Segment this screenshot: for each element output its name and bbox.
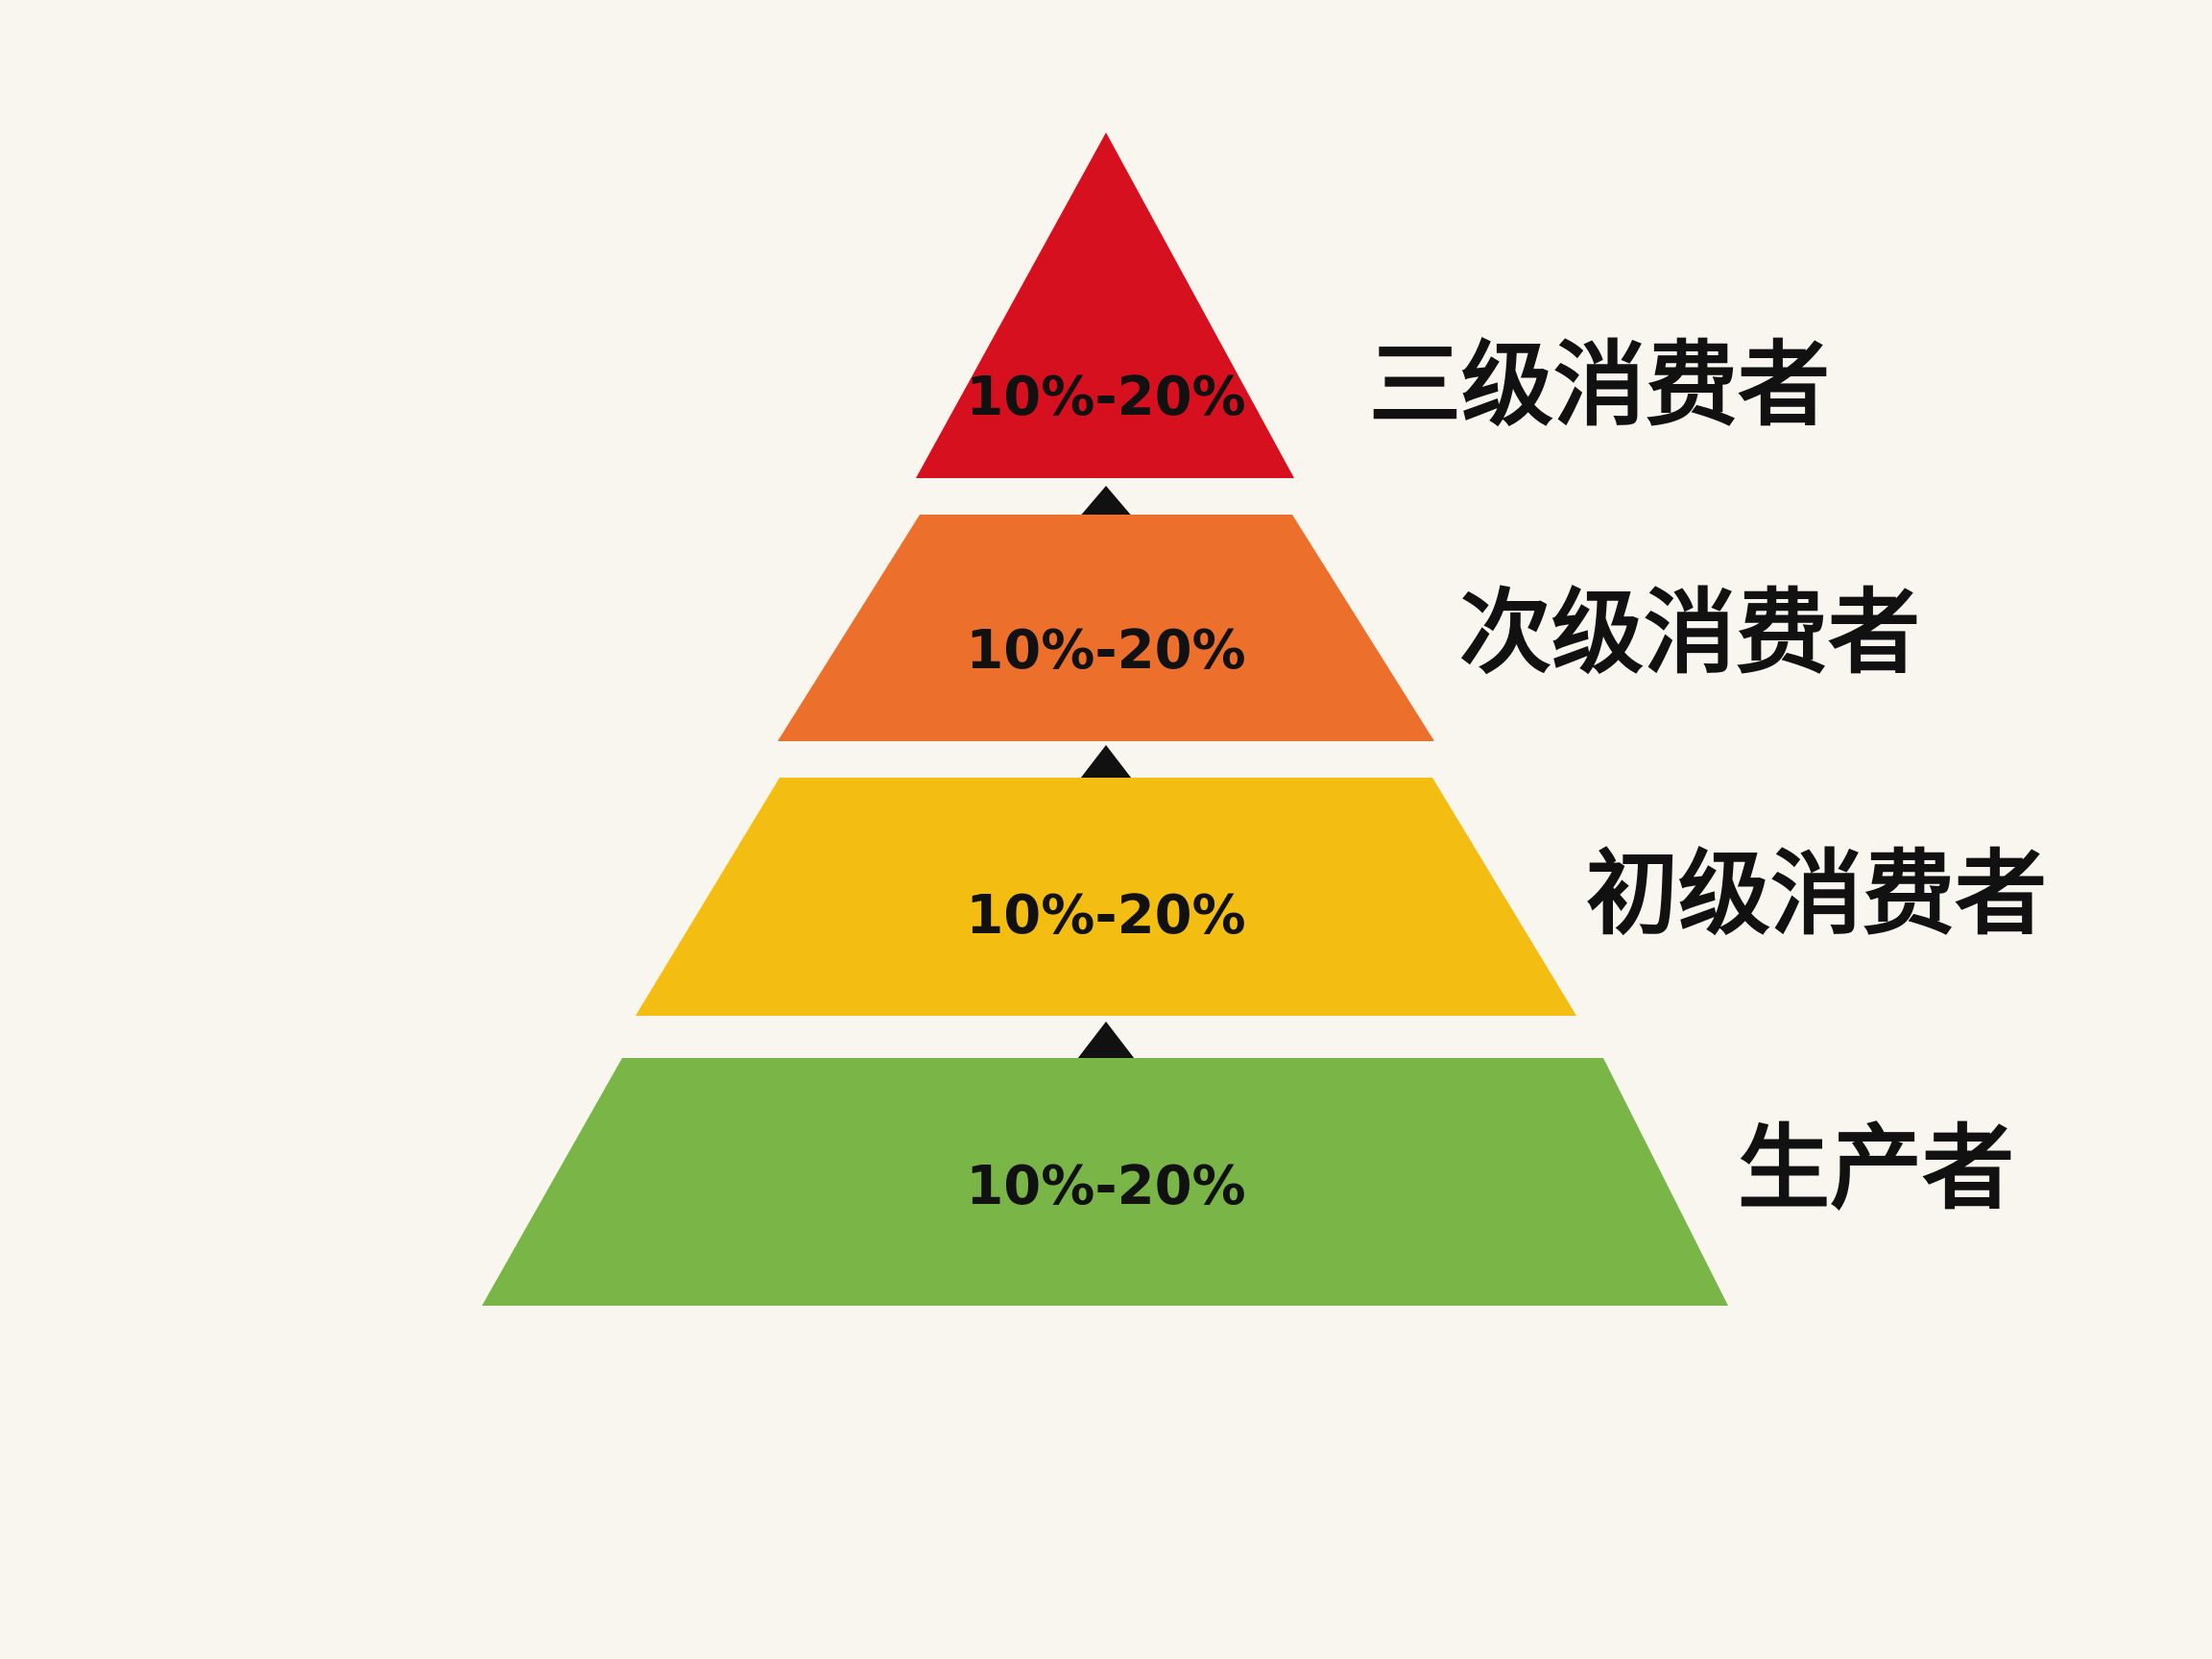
pyramid-tier-second	[778, 515, 1434, 741]
level-label-secondary: 次级消费者	[1459, 579, 1920, 686]
pyramid-tier-top	[916, 132, 1294, 478]
tier-third-percent: 10%-20%	[966, 884, 1245, 947]
tier-bottom-percent: 10%-20%	[966, 1155, 1245, 1217]
tier-second-percent: 10%-20%	[966, 619, 1245, 682]
level-label-producer: 生产者	[1738, 1115, 2014, 1222]
pyramid-tier-third	[636, 778, 1576, 1016]
level-label-primary: 初级消费者	[1586, 840, 2047, 948]
pyramid-tier-bottom	[482, 1058, 1728, 1306]
tier-top-percent: 10%-20%	[966, 366, 1245, 428]
level-label-tertiary: 三级消费者	[1369, 331, 1830, 439]
